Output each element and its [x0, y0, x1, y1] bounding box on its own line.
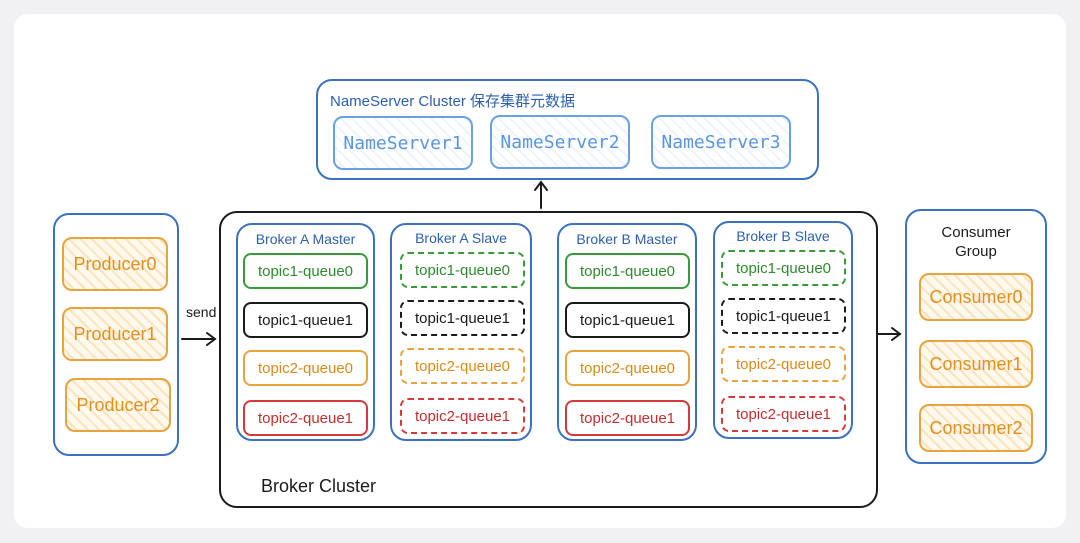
consumer-2: Consumer2 — [919, 404, 1033, 452]
send-label: send — [186, 304, 217, 320]
producer-2: Producer2 — [65, 378, 171, 432]
broker-b-master-topic1-queue0: topic1-queue0 — [565, 253, 690, 289]
broker-b-master-topic2-queue1: topic2-queue1 — [565, 400, 690, 436]
broker-b-slave-topic2-queue1: topic2-queue1 — [721, 396, 846, 432]
nameserver-cluster-title: NameServer Cluster 保存集群元数据 — [330, 93, 576, 110]
broker-a-slave-topic1-queue0: topic1-queue0 — [400, 252, 525, 288]
consumer-group: Consumer Group Consumer0 Consumer1 Consu… — [905, 209, 1047, 464]
producer-1: Producer1 — [62, 307, 168, 361]
broker-a-slave-topic2-queue1: topic2-queue1 — [400, 398, 525, 434]
broker-a-master-topic2-queue1: topic2-queue1 — [243, 400, 368, 436]
nameserver-cluster: NameServer Cluster 保存集群元数据 NameServer1 N… — [316, 79, 819, 180]
consumer-group-title-line2: Group — [955, 243, 997, 260]
broker-b-master-topic1-queue1: topic1-queue1 — [565, 302, 690, 338]
broker-b-master-topic2-queue0: topic2-queue0 — [565, 350, 690, 386]
nameserver-node-1: NameServer1 — [333, 116, 473, 170]
broker-b-slave-topic1-queue1: topic1-queue1 — [721, 298, 846, 334]
broker-cluster-label: Broker Cluster — [261, 476, 377, 496]
broker-a-master-topic1-queue1: topic1-queue1 — [243, 302, 368, 338]
nameserver-node-3: NameServer3 — [651, 115, 791, 169]
broker-a-slave-topic2-queue0: topic2-queue0 — [400, 348, 525, 384]
broker-b-master: Broker B Master topic1-queue0 topic1-que… — [557, 223, 697, 441]
producer-0: Producer0 — [62, 237, 168, 291]
consumer-group-title-line1: Consumer — [941, 224, 1011, 241]
broker-a-master: Broker A Master topic1-queue0 topic1-que… — [236, 223, 375, 441]
consumer-group-title: Consumer Group — [907, 223, 1045, 261]
broker-b-slave-title: Broker B Slave — [736, 228, 830, 244]
broker-b-slave-topic2-queue0: topic2-queue0 — [721, 346, 846, 382]
broker-a-master-topic1-queue0: topic1-queue0 — [243, 253, 368, 289]
consumer-1: Consumer1 — [919, 340, 1033, 388]
consumer-0: Consumer0 — [919, 273, 1033, 321]
producer-group: Producer0 Producer1 Producer2 — [53, 213, 179, 456]
broker-b-slave-topic1-queue0: topic1-queue0 — [721, 250, 846, 286]
broker-a-master-title: Broker A Master — [255, 231, 356, 247]
broker-cluster — [219, 211, 878, 508]
broker-a-master-topic2-queue0: topic2-queue0 — [243, 350, 368, 386]
broker-b-slave: Broker B Slave topic1-queue0 topic1-queu… — [713, 221, 853, 439]
diagram-canvas — [14, 14, 1066, 528]
broker-a-slave-topic1-queue1: topic1-queue1 — [400, 300, 525, 336]
broker-b-master-title: Broker B Master — [576, 231, 678, 247]
broker-a-slave-title: Broker A Slave — [415, 230, 507, 246]
broker-a-slave: Broker A Slave topic1-queue0 topic1-queu… — [390, 223, 532, 441]
nameserver-node-2: NameServer2 — [490, 115, 630, 169]
